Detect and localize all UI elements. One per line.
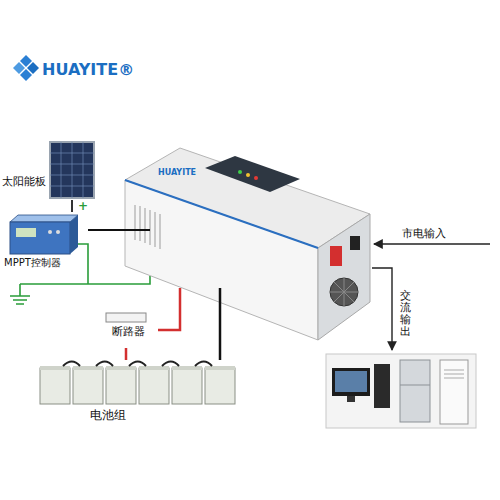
mains-arrow bbox=[374, 243, 490, 244]
device-display bbox=[16, 228, 36, 237]
device-top bbox=[10, 215, 78, 222]
status-led bbox=[254, 176, 258, 180]
label-slot: HUAYITE® bbox=[42, 60, 134, 79]
monitor-screen bbox=[335, 371, 367, 392]
status-led bbox=[246, 173, 250, 177]
battery-node: 电池组 bbox=[34, 360, 300, 426]
monitor bbox=[332, 368, 370, 396]
node-text: MPPT控制器 bbox=[4, 256, 88, 270]
breaker-node: 断路器 bbox=[98, 312, 158, 348]
appliances bbox=[326, 354, 476, 428]
logo-mark bbox=[13, 55, 39, 81]
output-arrow bbox=[372, 268, 392, 350]
device-side bbox=[70, 215, 78, 254]
battery-link bbox=[63, 362, 212, 367]
wire-connector bbox=[125, 348, 128, 360]
wire-connector bbox=[71, 200, 73, 212]
inverter-front bbox=[125, 180, 318, 340]
panel-grid bbox=[50, 142, 94, 198]
air-conditioner bbox=[440, 360, 468, 424]
battery-cell bbox=[106, 368, 136, 404]
label-slot: 交流输出 bbox=[400, 290, 411, 338]
wire-connector bbox=[158, 288, 180, 330]
ac-terminal bbox=[330, 246, 342, 266]
mppt-device bbox=[10, 215, 78, 254]
inverter-body bbox=[125, 148, 370, 340]
battery-bank bbox=[40, 362, 235, 405]
polarity-mark: + bbox=[78, 199, 88, 213]
label-slot: 市电输入 bbox=[402, 226, 446, 241]
power-switch bbox=[350, 236, 360, 250]
inverter-stripe bbox=[125, 180, 318, 248]
appliance-frame bbox=[326, 354, 476, 428]
wire-connector bbox=[88, 229, 150, 231]
control-panel bbox=[205, 156, 300, 192]
pc-tower bbox=[374, 364, 390, 408]
refrigerator bbox=[400, 360, 430, 422]
logo-diamond bbox=[20, 69, 32, 81]
controller-node: MPPT控制器 bbox=[4, 212, 88, 272]
inverter-end bbox=[318, 214, 370, 340]
node-text: 断路器 bbox=[98, 324, 158, 339]
node-text: 太阳能板 bbox=[2, 174, 102, 189]
cooling-fan bbox=[330, 278, 358, 306]
status-led bbox=[238, 170, 242, 174]
device-knob bbox=[48, 230, 52, 234]
ac-output-label: 交流输出 bbox=[400, 290, 411, 338]
device-knob bbox=[56, 230, 60, 234]
device-front bbox=[10, 222, 70, 254]
panel-frame bbox=[50, 142, 94, 198]
label-slot: + bbox=[78, 199, 88, 213]
solar-panel-node: 太阳能板 bbox=[2, 140, 102, 200]
wire-connector bbox=[219, 288, 222, 360]
battery-cell bbox=[139, 368, 169, 404]
solar-panel bbox=[50, 142, 94, 198]
battery-cell bbox=[73, 368, 103, 404]
battery-cell bbox=[205, 368, 235, 404]
ac-vents bbox=[444, 370, 464, 378]
fridge-door bbox=[400, 385, 430, 386]
battery-lid bbox=[40, 366, 235, 370]
node-text: HUAYITE bbox=[158, 168, 338, 177]
battery-cell bbox=[172, 368, 202, 404]
node-text: 电池组 bbox=[90, 407, 356, 424]
inverter-vents bbox=[135, 205, 160, 249]
brand-logo: HUAYITE® bbox=[42, 60, 134, 79]
battery-cell bbox=[40, 368, 70, 404]
fan-grille bbox=[330, 278, 358, 306]
monitor-stand bbox=[347, 396, 355, 402]
inverter-node: HUAYITE bbox=[150, 158, 330, 288]
mains-input-label: 市电输入 bbox=[402, 226, 446, 241]
breaker-symbol bbox=[106, 313, 146, 322]
